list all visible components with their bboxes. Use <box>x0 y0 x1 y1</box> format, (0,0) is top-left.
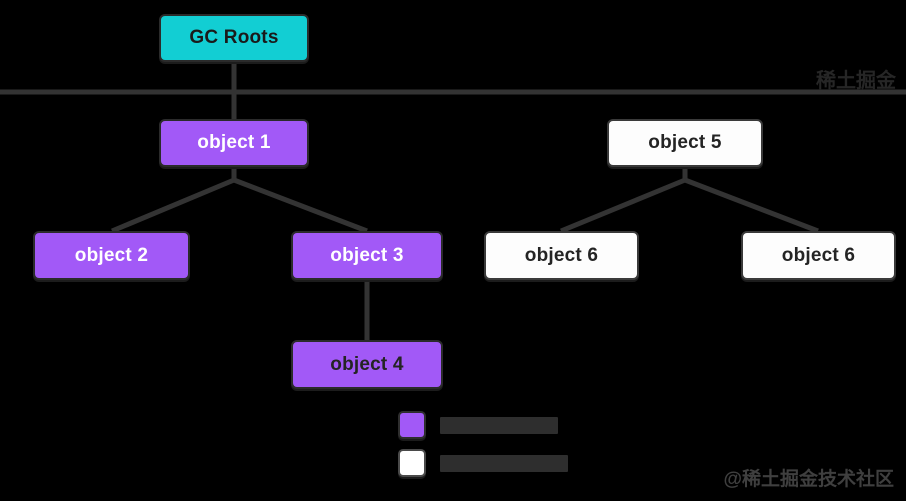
legend-swatch-unreachable-icon <box>398 449 426 477</box>
node-object-6-left[interactable]: object 6 <box>484 231 639 280</box>
watermark-top-right: 稀土掘金 <box>816 70 896 92</box>
legend-item-reachable <box>398 411 568 439</box>
node-object-5[interactable]: object 5 <box>607 119 763 167</box>
watermark-bottom-right: @稀土掘金技术社区 <box>723 469 894 490</box>
legend-swatch-reachable-icon <box>398 411 426 439</box>
node-object-2[interactable]: object 2 <box>33 231 190 280</box>
legend-label-unreachable <box>440 454 568 472</box>
edge-object1-object3 <box>233 177 368 234</box>
node-label: object 1 <box>197 132 271 153</box>
node-label: object 4 <box>330 353 404 375</box>
node-label: GC Roots <box>189 27 279 48</box>
node-object-1[interactable]: object 1 <box>159 119 309 167</box>
node-gc-roots[interactable]: GC Roots <box>159 14 309 62</box>
node-label: object 5 <box>648 132 722 153</box>
node-object-4[interactable]: object 4 <box>291 340 443 389</box>
node-label: object 2 <box>74 244 149 266</box>
node-object-3[interactable]: object 3 <box>291 231 443 280</box>
node-label: object 3 <box>330 244 404 266</box>
legend-item-unreachable <box>398 449 568 477</box>
edge-object1-object2 <box>111 177 235 234</box>
edge-object5-object6-right <box>684 177 819 234</box>
node-object-6-right[interactable]: object 6 <box>741 231 896 280</box>
legend <box>398 411 568 477</box>
legend-label-reachable <box>440 416 558 434</box>
node-label: object 6 <box>524 244 599 266</box>
node-label: object 6 <box>781 244 856 266</box>
edge-object5-object6-left <box>560 177 686 234</box>
